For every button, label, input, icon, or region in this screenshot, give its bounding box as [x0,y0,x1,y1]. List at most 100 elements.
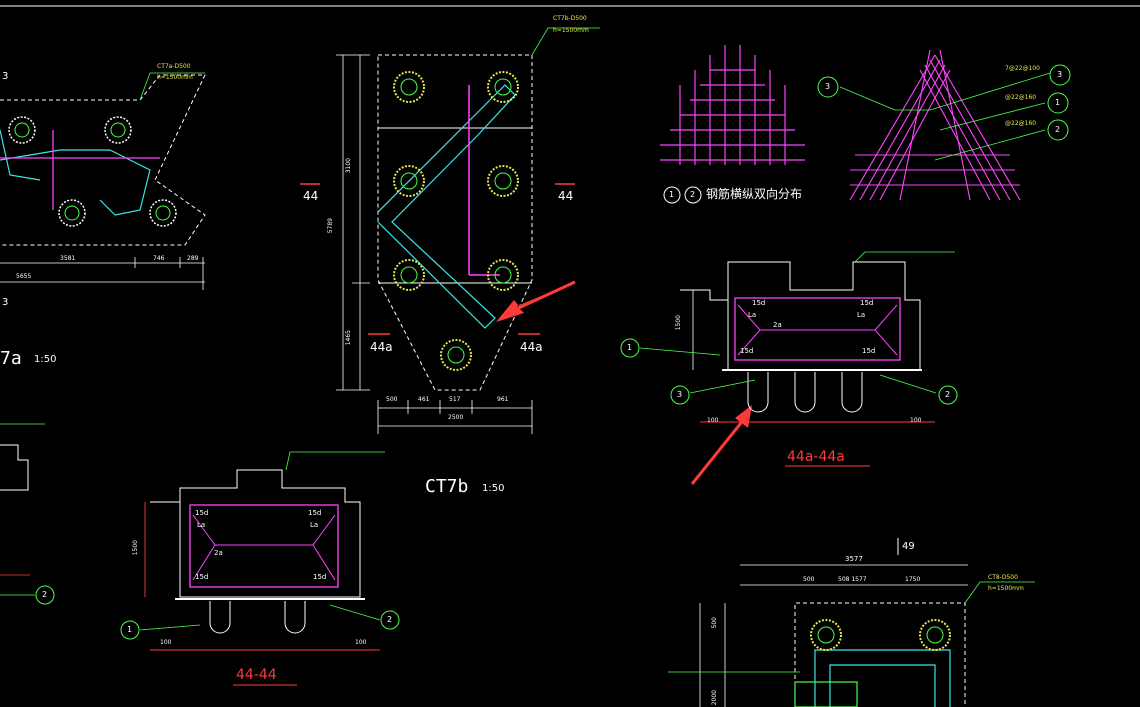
rebar-marker-2 [1047,119,1069,141]
s44a-leader-2 [879,374,937,394]
left-partial-section [0,423,55,605]
rebar-callout-3-label: 7@22@100 [1005,65,1040,72]
rebar-callout-1-label: @22@160 [1005,94,1037,101]
ct7a-leader [139,72,205,101]
ct7a-rebar-cyan [0,149,151,216]
cut-label-44a-right: 44a [520,340,543,354]
s44a-vdim-1500: 1500 [675,315,682,331]
rebar-grid-triangle-right [849,49,1021,201]
ct8-rebar-green [794,681,858,707]
ct8-vdim2: 2000 [711,690,718,706]
s44-15d-lower-right: 15d [313,573,327,581]
ct7a-pile [8,116,36,144]
ct8-dim3: 1750 [905,576,921,583]
s44-15d-left: 15d [195,509,209,517]
rebar-marker-3 [817,76,839,98]
ct7b-leader [531,27,600,56]
rebar-title-circle-2-number: 2 [690,190,696,199]
s44-vdim-1500: 1500 [132,540,139,556]
s44a-2a: 2a [773,321,782,329]
s44a-leader-3 [689,379,756,394]
ct7a-left-number-top: 3 [2,71,9,82]
ct7a-pile [149,199,177,227]
ct8-vdim1: 500 [711,617,718,629]
rebar-grid-triangle-left [660,45,805,165]
section-44[interactable] [120,451,400,686]
ct7a-pile [104,116,132,144]
ct7b-h-label: h=1500mm [553,27,589,34]
cut-label-44a-left: 44a [370,340,393,354]
s44-leader-2 [329,604,381,621]
s44-La-left: La [197,521,206,529]
s44a-marker-2-number: 2 [945,390,951,399]
ct7b-hdim2: 461 [418,396,430,403]
s44a-outline [680,261,921,371]
ct7a-scale: 1:50 [34,354,57,365]
s44-dim-100-left: 100 [160,639,172,646]
ct8-outline [794,602,966,707]
ct7a-dim2: 746 [153,255,165,262]
s44a-leader-top [854,251,955,263]
red-arrow-annotation [496,282,575,322]
ct8-plan[interactable] [668,538,1035,707]
ct7a-h-label: h=1500mm [157,74,193,81]
ct8-dim2: 508 1577 [838,576,867,583]
ct8-leader [964,581,1035,604]
s44-outline [150,469,361,598]
ct8-rebar-cyan [814,649,951,707]
ct8-pile [919,619,951,651]
s44a-15d-left: 15d [752,299,766,307]
rebar-marker-1-number: 1 [1055,98,1061,107]
s44-15d-right: 15d [308,509,322,517]
rebar-marker-2-number: 2 [1055,125,1061,134]
ct7b-vdim1: 3100 [345,158,352,174]
ct7b-callout-label: CT7b-D500 [553,15,587,22]
ct7b-pile [393,259,425,291]
s44-piles [209,601,306,634]
rebar-marker-3-number: 3 [825,82,831,91]
s44a-15d-lower-right: 15d [862,347,876,355]
s44a-marker-1-number: 1 [627,343,633,352]
section-49-label: 49 [902,541,915,552]
s44-dim-100-right: 100 [355,639,367,646]
ct7b-plan[interactable] [300,27,600,434]
red-arrow-shaft [509,280,576,314]
s44-marker-2 [380,610,400,630]
s44-2a: 2a [214,549,223,557]
ct7b-pile [487,165,519,197]
section-44a[interactable] [620,251,958,467]
ct7b-pile [440,339,472,371]
s44-15d-lower-left: 15d [195,573,209,581]
ct8-dim-total: 3577 [845,555,863,563]
s44-marker-1-number: 1 [127,625,133,634]
ct7b-hdim4: 961 [497,396,509,403]
ct7a-outline [0,74,206,246]
ct7a-title: 7a [0,348,22,369]
s44-leader-top [285,451,385,471]
s44-marker-1 [120,620,140,640]
s44-leader-1 [139,624,201,631]
s44a-section-title: 44a-44a [787,449,845,465]
ct7a-plan[interactable] [0,72,206,290]
rebar-callout-2-label: @22@160 [1005,120,1037,127]
s44a-15d-right: 15d [860,299,874,307]
rebar-callout-3-leader [839,72,1051,111]
s44a-marker-3 [670,385,690,405]
s44-marker-2-number: 2 [387,615,393,624]
ct7a-pile [58,199,86,227]
s44a-marker-1 [620,338,640,358]
ct8-pile [810,619,842,651]
ct8-h-label: h=1500mm [988,585,1024,592]
rebar-distribution-title: 钢筋横纵双向分布 [706,187,803,201]
s44-La-right: La [310,521,319,529]
s44a-marker-2 [938,385,958,405]
s44a-marker-3-number: 3 [677,390,683,399]
s44-section-title: 44-44 [236,667,277,683]
s44a-leader-1 [639,347,721,356]
s44a-dim-100-left: 100 [707,417,719,424]
rebar-title-circle-1 [663,186,681,204]
rebar-marker-3b-number: 3 [1057,70,1063,79]
ct7b-hdim-total: 2500 [448,414,464,421]
cut-label-44-right: 44 [558,189,574,203]
